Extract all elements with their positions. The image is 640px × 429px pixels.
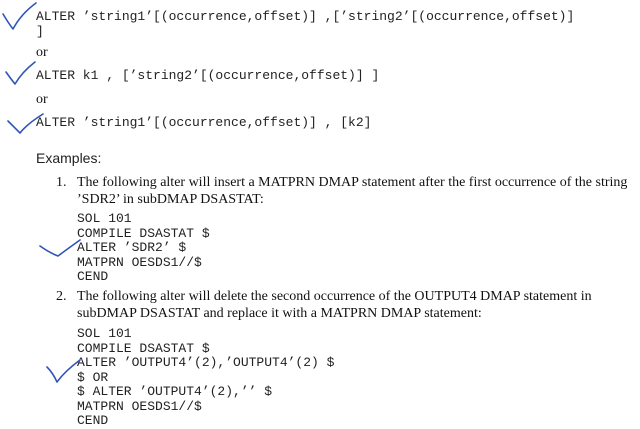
or-separator-2: or [36,92,48,107]
code-line: $ ALTER ’OUTPUT4’(2),’’ $ [77,384,273,399]
code-line: ALTER ’SDR2’ $ [77,240,187,255]
example-1-desc-line1: The following alter will insert a MATPRN… [77,175,628,190]
code-line: MATPRN OESDS1//$ [77,398,202,414]
checkmark-icon [5,61,36,85]
checkmark-icon [2,2,37,30]
code-line: CEND [77,269,109,284]
example-1-number: 1. [56,175,67,190]
code-line: ALTER ’OUTPUT4’(2),’OUTPUT4’(2) $ [77,355,335,370]
syntax-form2: ALTER k1 , [’string2’[(occurrence,offset… [36,68,380,83]
syntax-form3: ALTER ’string1’[(occurrence,offset)] , [… [36,115,372,130]
syntax-form1-line1: ALTER ’string1’[(occurrence,offset)] ,[’… [36,9,575,24]
checkmark-icon [39,239,81,257]
code-line: SOL 101 [77,211,132,226]
syntax-form1-line2: ] [36,24,44,39]
example-2-number: 2. [56,289,67,304]
example-2-code-block: SOL 101 COMPILE DSASTAT $ ALTER ’OUTPUT4… [77,326,335,429]
example-1-desc-line2: ’SDR2’ in subDMAP DSASTAT: [77,192,264,207]
code-line: MATPRN OESDS1//$ [77,254,202,270]
or-separator-1: or [36,45,48,60]
code-line: $ OR [77,369,109,385]
checkmark-icon [46,359,81,383]
example-2-desc-line2: subDMAP DSASTAT and replace it with a MA… [77,306,482,321]
code-line: COMPILE DSASTAT $ [77,340,210,356]
example-2-desc-line1: The following alter will delete the seco… [77,289,592,304]
code-line: CEND [77,413,109,428]
code-line: COMPILE DSASTAT $ [77,225,210,241]
example-1-code-block: SOL 101 COMPILE DSASTAT $ ALTER ’SDR2’ $… [77,211,210,285]
code-line: SOL 101 [77,326,132,341]
examples-heading: Examples: [36,150,102,166]
